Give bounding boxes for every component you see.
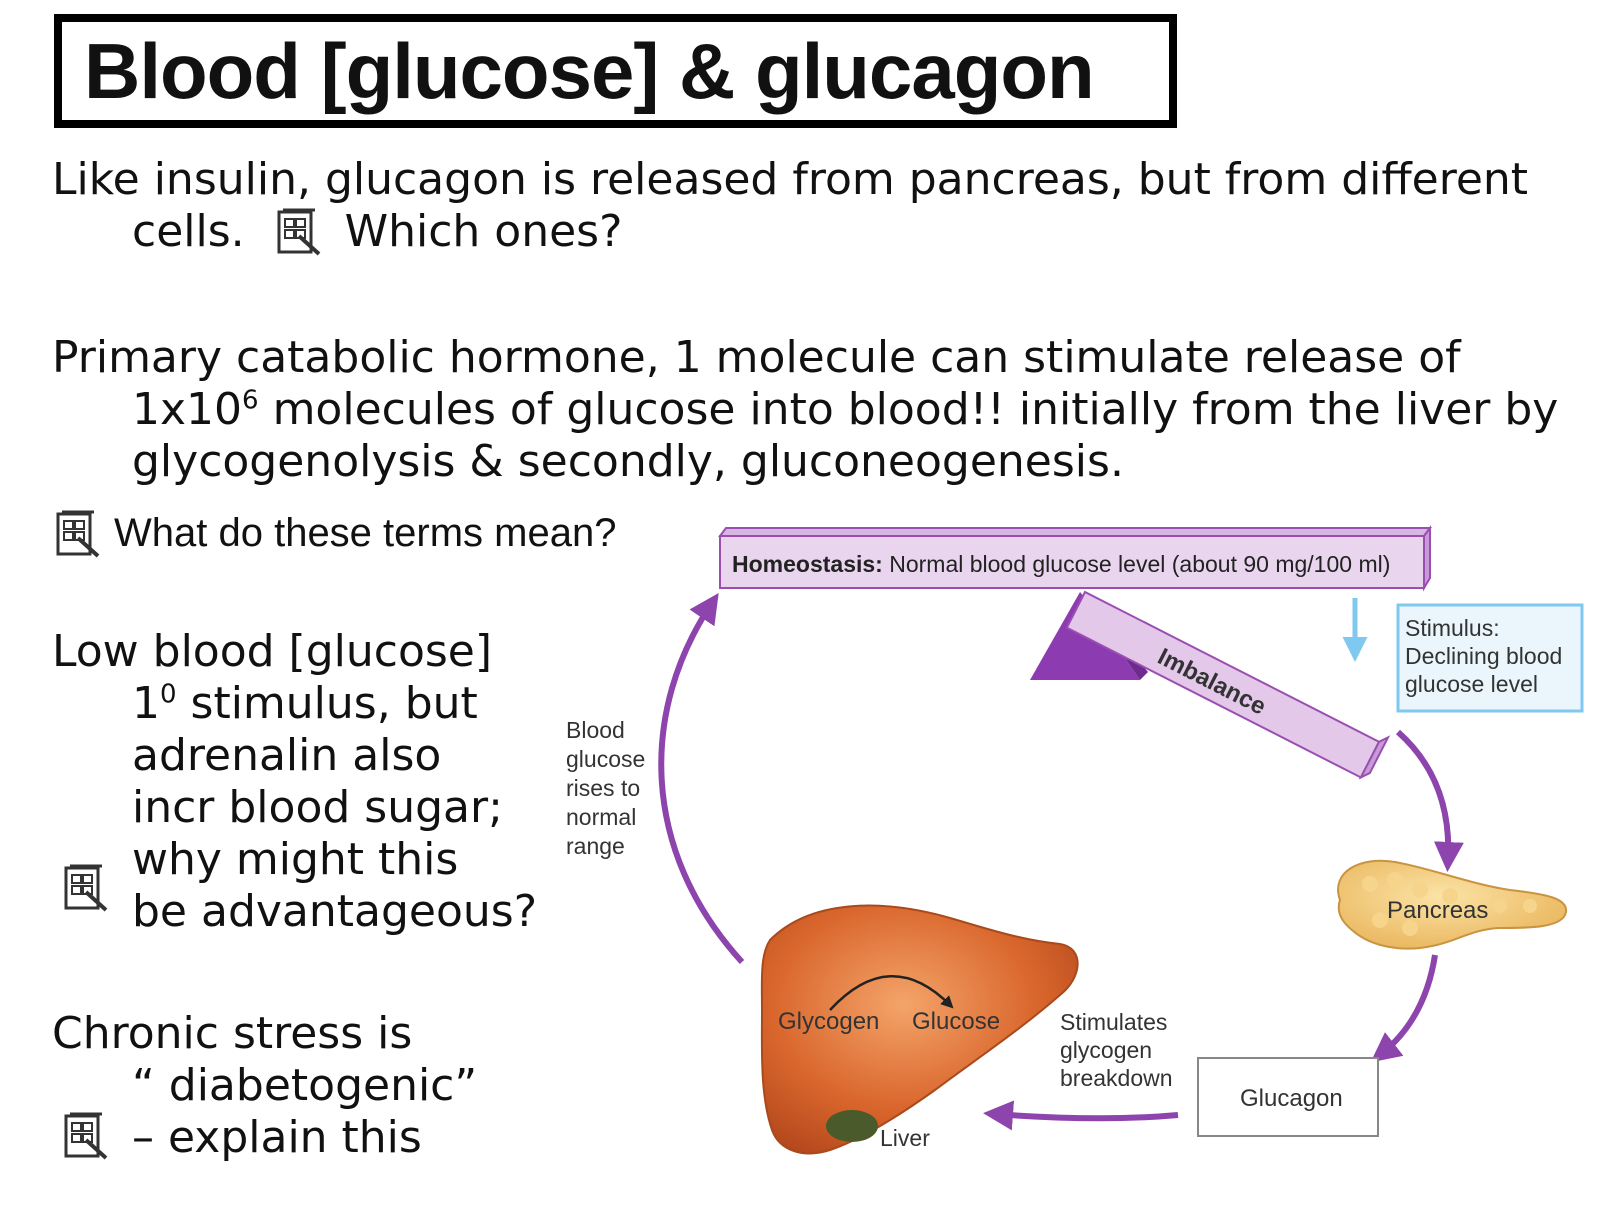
notes-question-icon (56, 510, 100, 558)
notes-question-icon (277, 208, 320, 256)
low-line2: 10 stimulus, but (52, 678, 537, 730)
para2-exponent: 6 (242, 385, 259, 416)
rises-line3: rises to (566, 775, 640, 801)
question-terms-row: What do these terms mean? (54, 508, 616, 558)
para1-line2: cells. Which ones? (52, 206, 1528, 258)
chronic-line2: “ diabetogenic” (132, 1060, 478, 1111)
arrow-to-homeostasis (658, 593, 745, 965)
glucagon-label: Glucagon (1240, 1085, 1343, 1112)
homeostasis-bar: Homeostasis: Normal blood glucose level … (718, 525, 1432, 592)
chronic-line3: – explain this (132, 1112, 422, 1163)
para2-line2-rest: molecules of glucose into blood!! initia… (258, 384, 1559, 435)
notes-question-icon (64, 1112, 108, 1160)
para1-line2-question: Which ones? (344, 206, 623, 257)
pancreas-organ: Pancreas (1337, 859, 1568, 950)
arrow-to-liver (983, 1100, 1179, 1131)
chronic-line1: Chronic stress is (52, 1008, 413, 1059)
para2-line1: Primary catabolic hormone, 1 molecule ca… (52, 332, 1461, 383)
liver-label: Liver (880, 1125, 930, 1151)
stimulus-line3: glucose level (1405, 671, 1538, 697)
low-line3: adrenalin also (132, 730, 442, 781)
rises-line2: glucose (566, 746, 645, 772)
glycogen-label: Glycogen (778, 1008, 879, 1035)
homeostasis-label: Homeostasis: Normal blood glucose level … (732, 551, 1390, 577)
paragraph-catabolic-hormone: Primary catabolic hormone, 1 molecule ca… (52, 332, 1558, 488)
slide-title: Blood [glucose] & glucagon (84, 26, 1095, 115)
slide-title-box: Blood [glucose] & glucagon (54, 14, 1177, 128)
para2-line2: 1x106 molecules of glucose into blood!! … (52, 384, 1558, 436)
pancreas-label: Pancreas (1387, 897, 1488, 924)
rises-line1: Blood (566, 717, 625, 743)
stimulates-line3: breakdown (1060, 1065, 1173, 1091)
glycogen-to-glucose-arrow (829, 974, 954, 1011)
arrow-to-pancreas (1396, 729, 1464, 872)
rises-line5: range (566, 833, 625, 859)
para2-line3: glycogenolysis & secondly, gluconeogenes… (132, 436, 1124, 487)
glucagon-box (1197, 1057, 1379, 1137)
paragraph-low-glucose: Low blood [glucose] 10 stimulus, but adr… (52, 626, 537, 938)
glucose-label: Glucose (912, 1008, 1000, 1035)
stimulus-box (1396, 603, 1584, 713)
question-terms-text: What do these terms mean? (114, 510, 617, 555)
paragraph-chronic-stress: Chronic stress is “ diabetogenic” – expl… (52, 1008, 477, 1164)
imbalance-bar: Imbalance (1065, 590, 1391, 780)
stimulus-line1: Stimulus: (1405, 615, 1500, 641)
stimulates-line1: Stimulates (1060, 1009, 1167, 1035)
arrow-to-glucagon (1370, 954, 1438, 1063)
para1-line1: Like insulin, glucagon is released from … (52, 154, 1529, 205)
para2-line2-start: 1x10 (132, 384, 243, 435)
para1-line2-start: cells. (132, 206, 245, 257)
low-line6: be advantageous? (132, 886, 538, 937)
notes-question-icon (64, 864, 108, 912)
low-degree-superscript: 0 (160, 679, 177, 710)
stimulus-line2: Declining blood (1405, 643, 1562, 669)
liver-organ: Glycogen Glucose Liver (760, 904, 1079, 1155)
stimulates-line2: glycogen (1060, 1037, 1152, 1063)
low-line2-rest: stimulus, but (176, 678, 478, 729)
low-line5: why might this (132, 834, 459, 885)
low-line2-start: 1 (132, 678, 160, 729)
rises-line4: normal (566, 804, 636, 830)
paragraph-glucagon-cells: Like insulin, glucagon is released from … (52, 154, 1528, 258)
low-line1: Low blood [glucose] (52, 626, 493, 677)
low-line4: incr blood sugar; (132, 782, 503, 833)
